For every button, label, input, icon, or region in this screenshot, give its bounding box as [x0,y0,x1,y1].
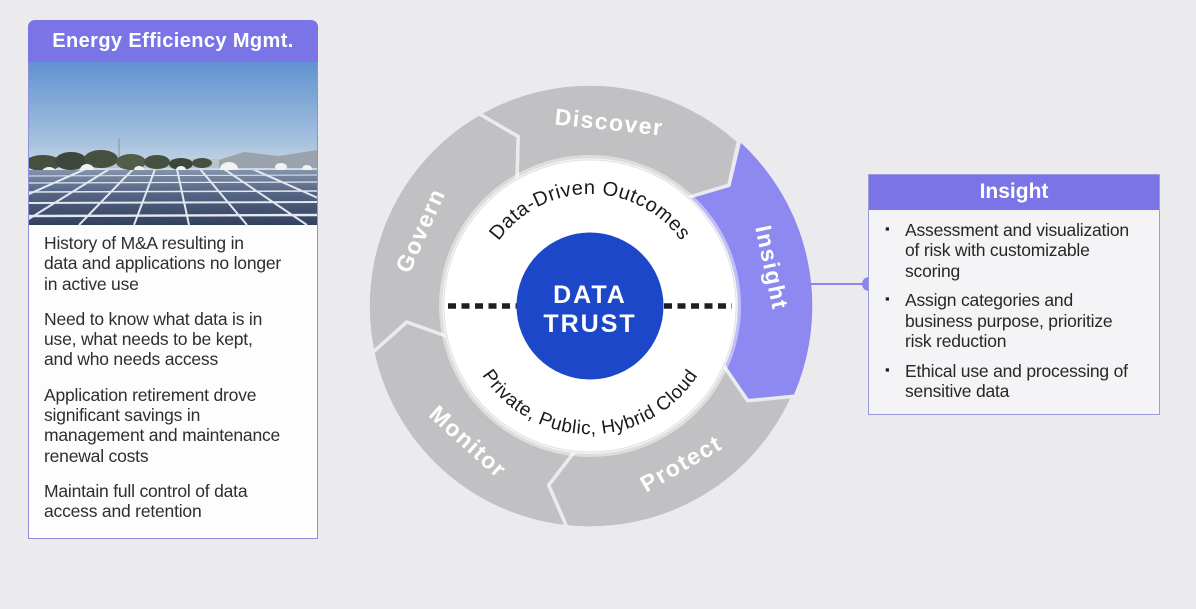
insight-connector-line [808,283,869,285]
insight-detail-panel: Insight ▪ Assessment and visualization o… [868,174,1160,415]
insight-bullet-2: ▪ Assign categories and business purpose… [885,290,1113,352]
data-trust-cycle-diagram: Discover Insight Protect Monitor Govern … [366,82,816,530]
center-title-line2: TRUST [543,310,636,338]
insight-bullet-list: ▪ Assessment and visualization of risk w… [869,220,1159,402]
energy-efficiency-panel: Energy Efficiency Mgmt. [28,20,318,539]
bullet-square-icon: ▪ [885,361,890,377]
left-paragraph-3: Application retirement drove significant… [44,384,281,466]
bullet-square-icon: ▪ [885,291,890,307]
solar-panels-image [29,62,317,225]
insight-bullet-1: ▪ Assessment and visualization of risk w… [885,220,1129,281]
right-panel-body: ▪ Assessment and visualization of risk w… [869,220,1159,402]
left-panel-text: History of M&A resulting in data and app… [29,225,317,538]
left-panel-body: History of M&A resulting in data and app… [28,62,318,539]
center-title-line1: DATA [553,281,627,309]
left-paragraph-2: Need to know what data is in use, what n… [44,308,263,370]
data-trust-circle [516,232,664,380]
left-paragraph-1: History of M&A resulting in data and app… [44,233,282,294]
right-panel-title: Insight [869,175,1159,210]
insight-bullet-3: ▪ Ethical use and processing of sensitiv… [885,360,1128,402]
bullet-square-icon: ▪ [885,221,890,236]
left-paragraph-4: Maintain full control of data access and… [44,480,248,522]
left-panel-title: Energy Efficiency Mgmt. [28,20,318,62]
